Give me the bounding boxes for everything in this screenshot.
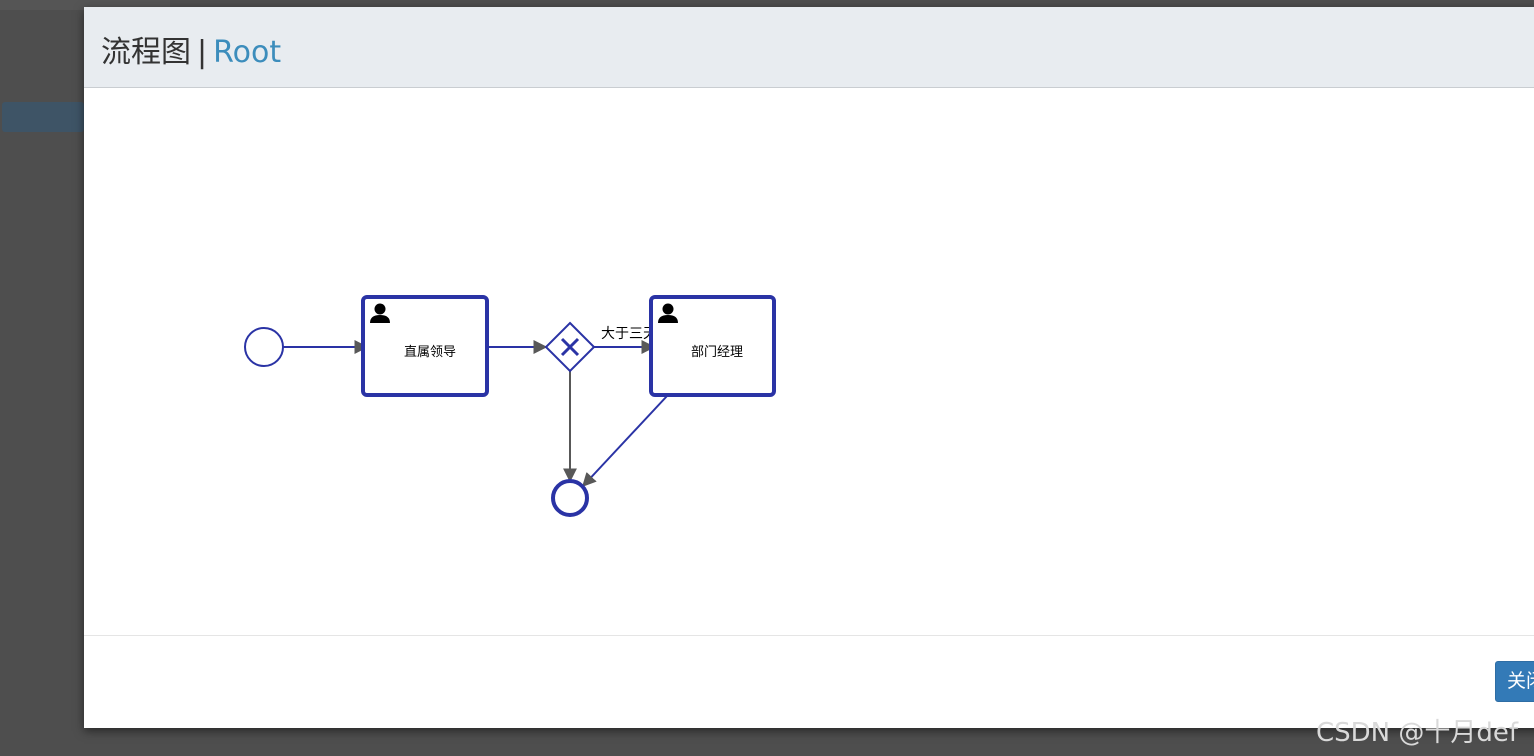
user-icon xyxy=(658,303,678,323)
modal-footer: 关闭 xyxy=(84,635,1534,729)
bpmn-diagram: 直属领导 大于三天 部门经理 xyxy=(84,88,1534,635)
modal-header: 流程图|Root xyxy=(84,7,1534,88)
title-separator: | xyxy=(197,35,208,70)
gateway-condition-label: 大于三天 xyxy=(601,326,657,342)
process-diagram-modal: 流程图|Root 直属领导 xyxy=(84,7,1534,728)
flow-task2-to-end[interactable] xyxy=(582,395,668,488)
task-label: 部门经理 xyxy=(691,345,743,360)
end-event[interactable] xyxy=(551,479,589,517)
bpmn-canvas: 直属领导 大于三天 部门经理 xyxy=(244,295,776,517)
background-start-button xyxy=(2,102,84,132)
close-x-icon xyxy=(560,337,580,357)
background-app-title xyxy=(0,0,170,10)
task-department-manager[interactable]: 部门经理 xyxy=(649,295,776,397)
watermark: CSDN @十月def xyxy=(1316,718,1519,748)
modal-subtitle: Root xyxy=(213,35,282,70)
task-direct-leader[interactable]: 直属领导 xyxy=(361,295,489,397)
start-event[interactable] xyxy=(244,327,284,367)
modal-title-text: 流程图 xyxy=(101,35,191,70)
exclusive-gateway[interactable] xyxy=(544,321,596,373)
close-button[interactable]: 关闭 xyxy=(1495,661,1534,702)
modal-title: 流程图|Root xyxy=(101,27,281,71)
user-icon xyxy=(370,303,390,323)
task-label: 直属领导 xyxy=(404,345,456,360)
